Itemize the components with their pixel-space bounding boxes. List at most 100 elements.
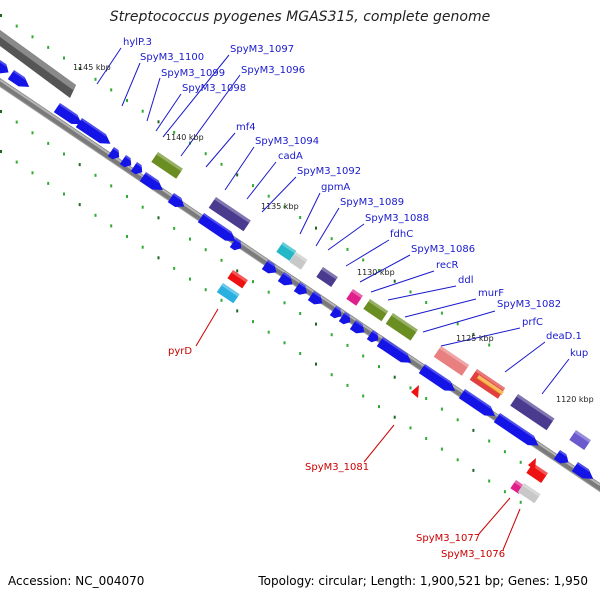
gene-gpmA[interactable]	[276, 242, 297, 261]
scale-tick	[315, 322, 317, 326]
scale-tick	[425, 397, 428, 400]
gene-label[interactable]: SpyM3_1094	[255, 136, 319, 147]
forward-gene[interactable]	[376, 337, 412, 363]
gene-kup-2[interactable]	[569, 430, 591, 450]
gene-kup-shine	[516, 394, 555, 422]
forward-gene[interactable]	[493, 413, 539, 446]
forward-gene-shine	[234, 238, 242, 244]
highlight-label[interactable]: SpyM3_1077	[416, 533, 480, 544]
scale-tick	[488, 343, 491, 347]
label-leader	[299, 192, 321, 235]
forward-gene[interactable]	[7, 70, 30, 87]
highlight-leader	[363, 424, 395, 463]
gene-label[interactable]: SpyM3_1097	[230, 44, 294, 55]
forward-gene[interactable]	[307, 291, 323, 305]
gene-label[interactable]: SpyM3_1092	[297, 166, 361, 177]
ruler-label: 1145 kbp	[73, 63, 111, 72]
gene-pyrD-red[interactable]	[227, 270, 248, 289]
gene-recR[interactable]	[346, 289, 363, 306]
scale-tick	[393, 415, 396, 419]
gene-label[interactable]: cadA	[278, 151, 303, 162]
gene-cadA[interactable]	[208, 197, 251, 232]
forward-gene[interactable]	[119, 155, 132, 168]
scale-tick	[378, 365, 380, 369]
forward-gene[interactable]	[293, 282, 307, 295]
gene-mf4[interactable]	[151, 152, 183, 179]
gene-label[interactable]: hylP.3	[123, 37, 152, 48]
forward-gene[interactable]	[366, 330, 379, 343]
gene-label[interactable]: ddl	[458, 275, 473, 286]
scale-tick	[47, 45, 50, 49]
gene-murF[interactable]	[385, 313, 418, 341]
scale-tick	[393, 375, 396, 379]
highlight-label[interactable]: pyrD	[168, 346, 192, 357]
label-leader	[359, 254, 411, 283]
scale-tick	[15, 120, 18, 124]
gene-label[interactable]: SpyM3_1086	[411, 244, 475, 255]
gene-pyrD[interactable]	[216, 283, 240, 304]
forward-gene[interactable]	[0, 60, 9, 74]
gene-label[interactable]: SpyM3_1096	[241, 65, 305, 76]
forward-gene[interactable]	[197, 213, 236, 242]
gene-fdhC[interactable]	[316, 267, 338, 287]
forward-gene-shine	[0, 60, 7, 68]
forward-gene[interactable]	[130, 162, 143, 175]
gene-prfC[interactable]	[433, 346, 470, 376]
gene-SpyM3_1089[interactable]	[289, 252, 308, 270]
gene-label[interactable]: SpyM3_1088	[365, 213, 429, 224]
accession-text: Accession: NC_004070	[8, 574, 145, 588]
gene-label[interactable]: mf4	[236, 122, 256, 133]
gene-ddl[interactable]	[363, 299, 389, 322]
highlight-label[interactable]: SpyM3_1076	[441, 549, 505, 560]
scale-dots	[0, 14, 522, 504]
forward-gene[interactable]	[75, 118, 111, 144]
forward-gene[interactable]	[53, 103, 82, 125]
forward-gene[interactable]	[167, 193, 185, 207]
gene-label[interactable]: SpyM3_1089	[340, 197, 404, 208]
forward-gene[interactable]	[229, 238, 242, 251]
scale-tick	[519, 500, 522, 504]
gene-label[interactable]: fdhC	[390, 229, 413, 240]
forward-gene[interactable]	[329, 306, 342, 319]
forward-gene[interactable]	[277, 272, 293, 286]
forward-gene[interactable]	[571, 462, 594, 479]
forward-gene[interactable]	[553, 450, 569, 464]
gene-hylP3[interactable]	[0, 30, 76, 98]
forward-gene-shine	[334, 306, 342, 312]
gene-label[interactable]: SpyM3_1082	[497, 299, 561, 310]
forward-gene-shine	[282, 272, 291, 280]
gene-deaD-stripe-shine	[477, 375, 504, 395]
gene-label[interactable]: gpmA	[321, 182, 350, 193]
label-leaders	[96, 47, 570, 551]
forward-gene[interactable]	[338, 312, 351, 325]
forward-gene[interactable]	[261, 260, 277, 274]
highlight-label[interactable]: SpyM3_1081	[305, 462, 369, 473]
gene-deaD-shine	[475, 369, 506, 391]
gene-label[interactable]: SpyM3_1099	[161, 68, 225, 79]
forward-gene-shine	[371, 330, 379, 336]
forward-gene[interactable]	[349, 320, 365, 334]
gene-SpyM3_1076[interactable]	[517, 483, 541, 504]
gene-label[interactable]: recR	[436, 260, 459, 271]
highlight-leader	[502, 508, 521, 551]
forward-gene[interactable]	[418, 364, 456, 391]
gene-SpyM3_1081[interactable]	[411, 385, 419, 398]
gene-label[interactable]: murF	[478, 288, 504, 299]
forward-gene[interactable]	[139, 172, 163, 190]
gene-kup[interactable]	[510, 394, 555, 431]
gene-red-arrow[interactable]	[528, 458, 536, 471]
label-leader	[224, 146, 255, 191]
gene-label[interactable]: SpyM3_1100	[140, 52, 204, 63]
gene-label[interactable]: deaD.1	[546, 331, 582, 342]
gene-label[interactable]: prfC	[522, 317, 543, 328]
forward-gene-shine	[463, 389, 492, 410]
scale-tick	[393, 279, 396, 283]
scale-tick	[47, 141, 50, 145]
gene-label[interactable]: kup	[570, 348, 588, 359]
gene-label[interactable]: SpyM3_1098	[182, 83, 246, 94]
scale-tick	[472, 332, 475, 336]
forward-gene[interactable]	[107, 147, 120, 160]
forward-gene[interactable]	[458, 389, 496, 416]
gene-deaD-stripe[interactable]	[476, 375, 504, 396]
